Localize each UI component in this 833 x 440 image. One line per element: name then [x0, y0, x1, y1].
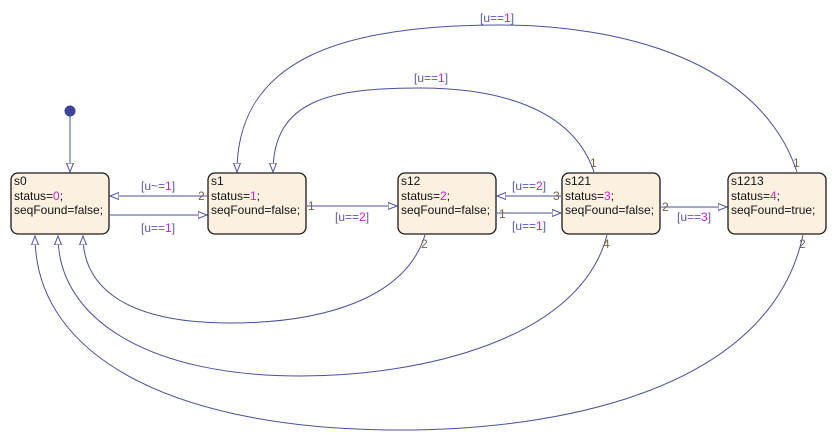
state-status: status=1;: [211, 189, 260, 203]
state-status: status=2;: [401, 189, 450, 203]
state-s121[interactable]: s121 status=3; seqFound=false;: [561, 172, 661, 235]
state-name: s1: [211, 174, 224, 188]
transition-s121-s1[interactable]: [273, 87, 595, 172]
order-s121-s0: 4: [603, 237, 610, 251]
transition-s1213-s0[interactable]: [35, 234, 804, 431]
state-seqfound: seqFound=false;: [401, 203, 490, 217]
order-s121-s12: 3: [553, 189, 560, 203]
state-name: s121: [565, 174, 591, 188]
order-s12-s0: 2: [421, 237, 428, 251]
transition-s12-s0[interactable]: [83, 234, 426, 324]
state-seqfound: seqFound=false;: [565, 203, 654, 217]
order-s121-s1213: 2: [662, 200, 669, 214]
condition-label-s12-s121: [u==1]: [512, 219, 546, 233]
order-s1213-s0: 2: [799, 237, 806, 251]
condition-label-s121-s1213: [u==3]: [677, 210, 711, 224]
transition-s121-s0[interactable]: [58, 234, 608, 377]
state-name: s1213: [731, 174, 764, 188]
state-seqfound: seqFound=false;: [211, 203, 300, 217]
condition-label-s1213-s1: [u==1]: [480, 11, 514, 25]
order-s121-s1: 1: [590, 156, 597, 170]
state-s12[interactable]: s12 status=2; seqFound=false;: [397, 172, 497, 235]
state-seqfound: seqFound=false;: [14, 203, 103, 217]
condition-label-s121-s12: [u==2]: [512, 179, 546, 193]
state-seqfound: seqFound=true;: [731, 203, 815, 217]
state-s1213[interactable]: s1213 status=4; seqFound=true;: [727, 172, 827, 235]
condition-label-s0-s1: [u==1]: [141, 221, 175, 235]
default-transition-dot: [64, 105, 76, 117]
condition-label-s1-s12: [u==2]: [335, 210, 369, 224]
state-status: status=0;: [14, 189, 63, 203]
transition-s1213-s1[interactable]: [237, 24, 798, 172]
condition-label-s121-s1: [u==1]: [414, 71, 448, 85]
order-s1-s0: 2: [198, 189, 205, 203]
state-status: status=4;: [731, 189, 780, 203]
condition-label-s1-s0: [u~=1]: [141, 179, 175, 193]
order-s1213-s1: 1: [793, 156, 800, 170]
state-name: s0: [14, 174, 27, 188]
state-s0[interactable]: s0 status=0; seqFound=false;: [10, 172, 110, 235]
order-s12-s121: 1: [499, 207, 506, 221]
state-status: status=3;: [565, 189, 614, 203]
state-s1[interactable]: s1 status=1; seqFound=false;: [207, 172, 307, 235]
order-s1-s12: 1: [308, 199, 315, 213]
state-name: s12: [401, 174, 421, 188]
